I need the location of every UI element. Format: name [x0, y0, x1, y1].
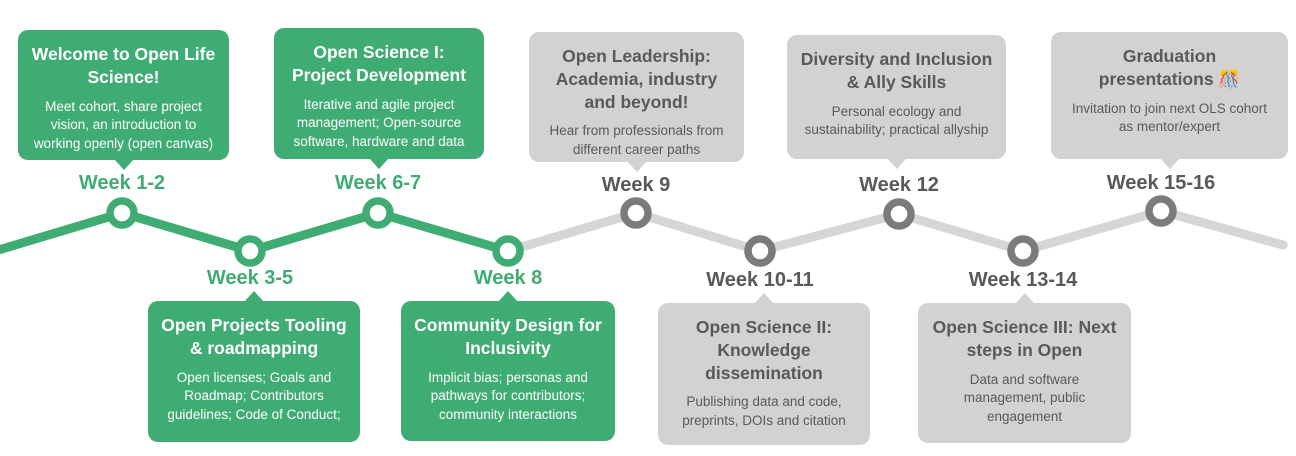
milestone-title: Open Science III: Next steps in Open [932, 317, 1117, 360]
milestone-card-week-9: Open Leadership: Academia, industry and … [529, 32, 744, 172]
week-label-15-16: Week 15-16 [1106, 172, 1216, 194]
milestone-description: Iterative and agile project management; … [293, 96, 465, 150]
timeline-node-week-12 [883, 198, 915, 230]
milestone-card-week-12: Diversity and Inclusion & Ally Skills Pe… [787, 35, 1006, 169]
milestone-title: Community Design for Inclusivity [414, 315, 602, 358]
milestone-card-week-8: Community Design for Inclusivity Implici… [401, 291, 615, 441]
timeline-node-week-6-7 [362, 197, 394, 229]
card-pointer-icon [1159, 158, 1180, 169]
milestone-description: Meet cohort, share project vision, an in… [33, 98, 214, 152]
milestone-title: Graduation presentations 🎊 [1098, 46, 1241, 89]
timeline-node-week-9 [620, 197, 652, 229]
card-pointer-icon [113, 159, 134, 170]
card-pointer-icon [626, 161, 647, 172]
milestone-title: Open Science I: Project Development [291, 42, 467, 85]
milestone-description: Publishing data and code, preprints, DOI… [682, 394, 846, 429]
week-label-3-5: Week 3-5 [206, 267, 294, 289]
milestone-description: Implicit bias; personas and pathways for… [428, 369, 588, 423]
timeline-node-week-8 [492, 235, 524, 267]
week-label-12: Week 12 [859, 174, 939, 196]
milestone-description: Invitation to join next OLS cohort as me… [1071, 100, 1268, 135]
week-label-6-7: Week 6-7 [334, 172, 422, 194]
timeline-node-week-13-14 [1007, 235, 1039, 267]
week-label-1-2: Week 1-2 [78, 172, 166, 194]
milestone-title: Diversity and Inclusion & Ally Skills [800, 49, 993, 92]
milestone-description: Personal ecology and sustainability; pra… [804, 103, 989, 138]
week-label-13-14: Week 13-14 [968, 269, 1078, 291]
milestone-card-week-13-14: Open Science III: Next steps in Open Dat… [918, 293, 1131, 443]
milestone-title: Open Projects Tooling & roadmapping [161, 315, 347, 358]
milestone-description: Data and software management, public eng… [963, 371, 1086, 425]
card-pointer-icon [1014, 293, 1035, 304]
milestone-card-week-10-11: Open Science II: Knowledge dissemination… [658, 293, 870, 445]
milestone-card-week-3-5: Open Projects Tooling & roadmapping Open… [148, 291, 360, 442]
week-label-10-11: Week 10-11 [706, 269, 814, 291]
milestone-title: Open Science II: Knowledge dissemination [695, 317, 833, 383]
milestone-card-week-15-16: Graduation presentations 🎊 Invitation to… [1051, 32, 1288, 169]
week-label-9: Week 9 [601, 174, 671, 196]
milestone-card-week-1-2: Welcome to Open Life Science! Meet cohor… [18, 30, 229, 170]
card-pointer-icon [886, 158, 907, 169]
milestone-title: Welcome to Open Life Science! [31, 44, 216, 87]
timeline-node-week-10-11 [744, 235, 776, 267]
milestone-description: Open licenses; Goals and Roadmap; Contri… [167, 369, 341, 423]
milestone-description: Hear from professionals from different c… [549, 123, 724, 158]
timeline-node-week-1-2 [106, 197, 138, 229]
card-pointer-icon [369, 158, 389, 169]
milestone-title: Open Leadership: Academia, industry and … [555, 46, 718, 112]
week-label-8: Week 8 [473, 267, 543, 289]
card-pointer-icon [244, 291, 264, 302]
timeline-node-week-3-5 [234, 235, 266, 267]
card-pointer-icon [498, 291, 518, 302]
timeline-node-week-15-16 [1145, 195, 1177, 227]
milestone-card-week-6-7: Open Science I: Project Development Iter… [274, 28, 484, 169]
card-pointer-icon [754, 293, 774, 304]
